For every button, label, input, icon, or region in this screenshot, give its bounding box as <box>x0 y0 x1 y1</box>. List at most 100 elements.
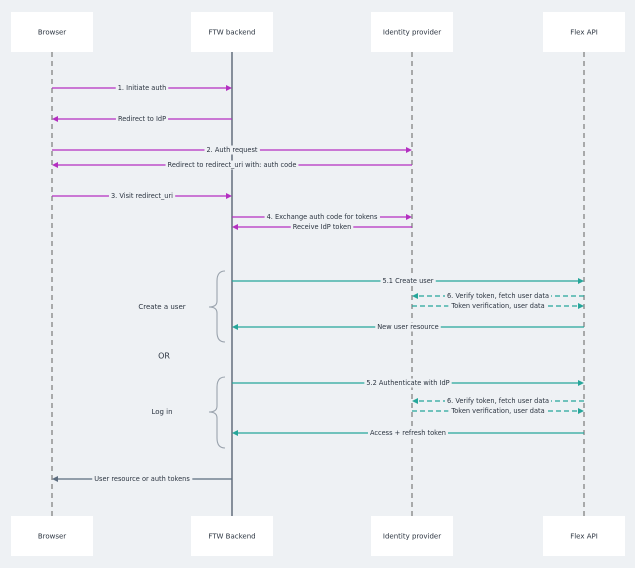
curly-brace-icon <box>208 376 226 449</box>
message-label: 4. Exchange auth code for tokens <box>267 213 378 221</box>
message: Receive IdP token <box>232 222 412 232</box>
bottom-participant-box: FTW Backend <box>191 516 273 556</box>
message-label-bg <box>367 428 449 438</box>
lifelines <box>51 52 585 516</box>
arrowhead-icon <box>232 224 238 230</box>
participant-box-bg <box>11 12 93 52</box>
message: Token verification, user data <box>412 406 584 416</box>
arrowhead-icon <box>52 116 58 122</box>
message: 4. Exchange auth code for tokens <box>232 212 412 222</box>
message-label-bg <box>448 406 547 416</box>
participant-box-bg <box>543 12 625 52</box>
message: 3. Visit redirect_uri <box>52 191 232 201</box>
bottom-participant-box: Flex API <box>543 516 625 556</box>
arrowhead-icon <box>578 303 584 309</box>
participant-label: Flex API <box>570 533 598 541</box>
message-label-bg <box>375 322 441 332</box>
participant-label: Flex API <box>570 29 598 37</box>
message-label-bg <box>380 276 436 286</box>
message-label: Token verification, user data <box>450 407 544 415</box>
message: Access + refresh token <box>232 428 584 438</box>
message-label: Redirect to redirect_uri with: auth code <box>168 161 297 169</box>
arrowhead-icon <box>406 214 412 220</box>
participant-box-bg <box>543 516 625 556</box>
message-label: 5.1 Create user <box>383 277 434 285</box>
participant-label: FTW backend <box>209 29 256 37</box>
arrowhead-icon <box>578 380 584 386</box>
top-participant-box: Flex API <box>543 12 625 52</box>
arrowhead-icon <box>52 162 58 168</box>
message-label: Token verification, user data <box>450 302 544 310</box>
message-label: User resource or auth tokens <box>94 475 190 483</box>
participant-box-bg <box>11 516 93 556</box>
message-label: 2. Auth request <box>206 146 257 154</box>
arrowhead-icon <box>412 293 418 299</box>
participant-box-bg <box>191 516 273 556</box>
message: 1. Initiate auth <box>52 83 232 93</box>
top-participant-box: FTW backend <box>191 12 273 52</box>
message-label-bg <box>448 301 547 311</box>
message-label-bg <box>115 114 169 124</box>
message-label: 6. Verify token, fetch user data <box>447 397 549 405</box>
participant-label: Browser <box>38 533 66 541</box>
arrowhead-icon <box>226 85 232 91</box>
message: 6. Verify token, fetch user data <box>412 291 584 301</box>
message-label: 5.2 Authenticate with IdP <box>366 379 449 387</box>
message: 5.2 Authenticate with IdP <box>232 378 584 388</box>
group-label: Create a user <box>138 303 185 311</box>
arrowhead-icon <box>412 398 418 404</box>
message: 2. Auth request <box>52 145 412 155</box>
participant-label: Identity provider <box>383 533 441 541</box>
message-label-bg <box>264 212 380 222</box>
top-participant-box: Identity provider <box>371 12 453 52</box>
top-participant-box: Browser <box>11 12 93 52</box>
participant-label: Identity provider <box>383 29 441 37</box>
message-label: Access + refresh token <box>370 429 446 437</box>
message-label: 1. Initiate auth <box>118 84 167 92</box>
message-label-bg <box>204 145 260 155</box>
message-label-bg <box>165 160 299 170</box>
message-label: New user resource <box>377 323 438 331</box>
message: User resource or auth tokens <box>52 474 232 484</box>
message-label: 3. Visit redirect_uri <box>111 192 173 200</box>
message-label: Redirect to IdP <box>118 115 166 123</box>
message-label-bg <box>290 222 354 232</box>
arrowhead-icon <box>226 193 232 199</box>
message: Token verification, user data <box>412 301 584 311</box>
message-label-bg <box>444 291 552 301</box>
arrowhead-icon <box>578 278 584 284</box>
message-label: 6. Verify token, fetch user data <box>447 292 549 300</box>
message: New user resource <box>232 322 584 332</box>
group-label: Log in <box>151 408 172 416</box>
message: Redirect to redirect_uri with: auth code <box>52 160 412 170</box>
arrowhead-icon <box>406 147 412 153</box>
participant-label: Browser <box>38 29 66 37</box>
arrowhead-icon <box>232 324 238 330</box>
participant-label: FTW Backend <box>208 533 255 541</box>
message: 5.1 Create user <box>232 276 584 286</box>
message-label: Receive IdP token <box>293 223 352 231</box>
bottom-participant-box: Browser <box>11 516 93 556</box>
participant-box-bg <box>371 516 453 556</box>
message-label-bg <box>364 378 452 388</box>
bottom-participant-box: Identity provider <box>371 516 453 556</box>
participant-box-bg <box>371 12 453 52</box>
participant-box-bg <box>191 12 273 52</box>
message-label-bg <box>92 474 193 484</box>
message-label-bg <box>115 83 169 93</box>
message: Redirect to IdP <box>52 114 232 124</box>
arrowhead-icon <box>52 476 58 482</box>
message: 6. Verify token, fetch user data <box>412 396 584 406</box>
group-brace: Log in <box>151 376 226 449</box>
message-label-bg <box>108 191 176 201</box>
group-brace: Create a user <box>138 270 226 343</box>
or-separator: OR <box>158 352 170 361</box>
curly-brace-icon <box>208 270 226 343</box>
arrowhead-icon <box>232 430 238 436</box>
arrowhead-icon <box>578 408 584 414</box>
message-label-bg <box>444 396 552 406</box>
